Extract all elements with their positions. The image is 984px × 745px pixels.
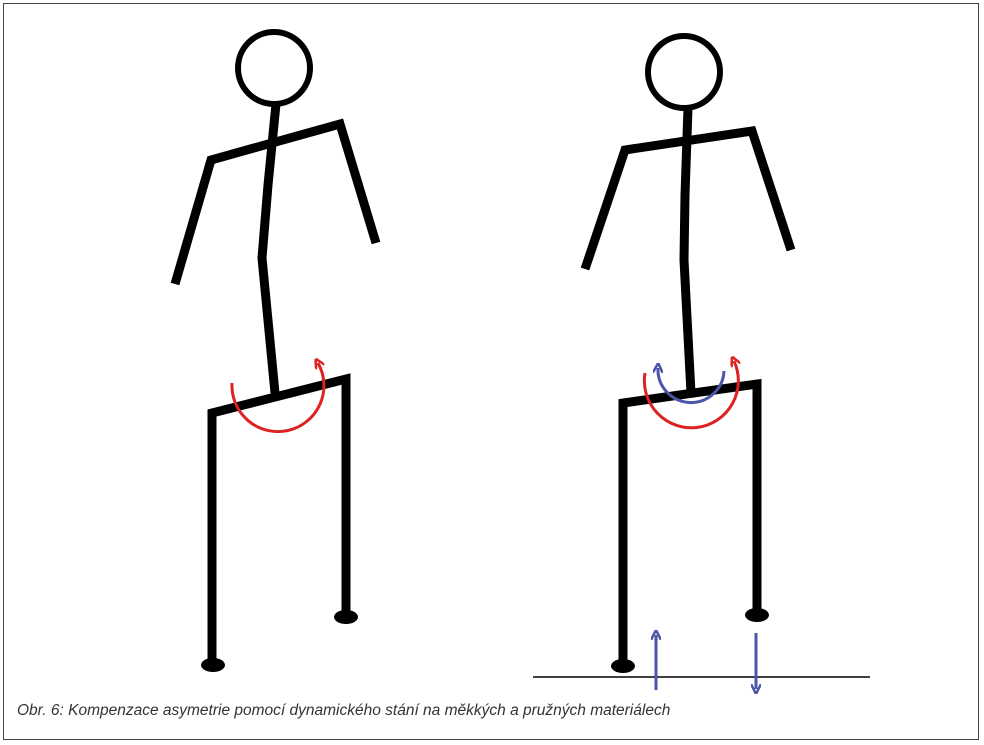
right-foot [334, 610, 358, 624]
head [238, 32, 310, 104]
spine [684, 108, 691, 393]
stick-figure-left [175, 32, 376, 672]
pelvis-and-legs [212, 379, 346, 662]
left-foot [201, 658, 225, 672]
figure-caption: Obr. 6: Kompenzace asymetrie pomocí dyna… [17, 702, 670, 720]
head [648, 36, 720, 108]
pelvis-and-legs [623, 384, 757, 663]
stick-figure-right [585, 36, 791, 673]
right-foot [745, 608, 769, 622]
left-foot [611, 659, 635, 673]
